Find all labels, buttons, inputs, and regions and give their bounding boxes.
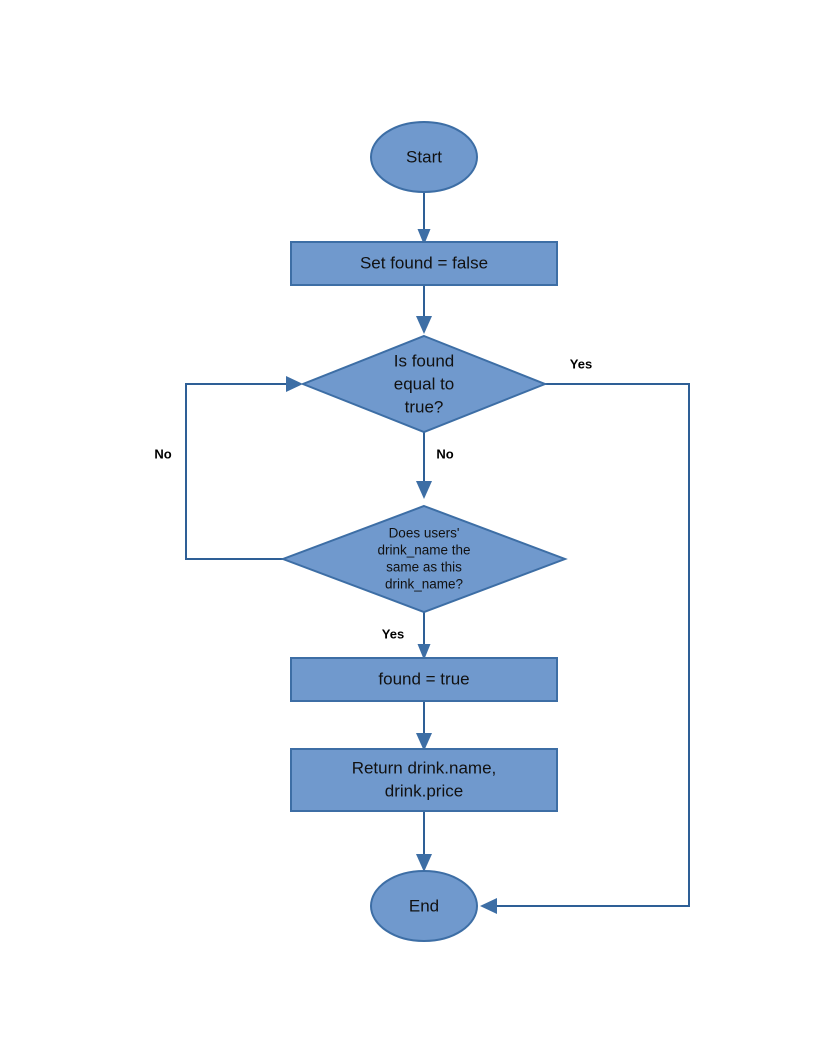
set-found-false-label: Set found = false [360, 253, 488, 272]
compare-drink-name-diamond[interactable] [280, 504, 568, 614]
return-drink-label-line2: drink.price [385, 781, 463, 800]
node-found-true[interactable]: found = true [290, 657, 558, 702]
end-label: End [409, 896, 439, 915]
is-found-label-line1: Is found [394, 351, 455, 370]
edge-setfound-to-isfound [416, 285, 432, 334]
found-true-label: found = true [378, 669, 469, 688]
return-drink-box[interactable] [290, 748, 558, 812]
compare-label-line3: same as this [386, 560, 462, 575]
node-set-found-false[interactable]: Set found = false [290, 241, 558, 286]
set-found-false-box[interactable] [290, 241, 558, 286]
edge-label-compare-yes: Yes [382, 626, 404, 641]
start-label: Start [406, 147, 442, 166]
edge-isfound-yes-to-end [480, 383, 690, 914]
node-return-drink[interactable]: Return drink.name, drink.price [290, 748, 558, 812]
end-ellipse[interactable] [370, 870, 478, 942]
edge-compare-no-to-isfound [185, 376, 303, 560]
node-end[interactable]: End [370, 870, 478, 942]
node-is-found-decision[interactable]: Is found equal to true? [300, 334, 548, 434]
is-found-label-line2: equal to [394, 374, 455, 393]
is-found-diamond[interactable] [300, 334, 548, 434]
node-compare-drink-name-decision[interactable]: Does users' drink_name the same as this … [280, 504, 568, 614]
edge-isfound-no-to-compare [416, 432, 432, 499]
edge-start-to-setfound [417, 192, 431, 245]
edge-label-isfound-no: No [436, 446, 453, 461]
edge-label-compare-no: No [154, 446, 171, 461]
found-true-box[interactable] [290, 657, 558, 702]
edge-compare-yes-to-foundtrue [417, 612, 431, 660]
compare-label-line4: drink_name? [385, 577, 463, 592]
start-ellipse[interactable] [370, 121, 478, 193]
return-drink-label-line1: Return drink.name, [352, 758, 497, 777]
edge-foundtrue-to-return [416, 701, 432, 751]
compare-label-line1: Does users' [389, 526, 460, 541]
edge-label-isfound-yes: Yes [570, 356, 592, 371]
is-found-label-line3: true? [405, 397, 444, 416]
edge-return-to-end [416, 811, 432, 872]
node-start[interactable]: Start [370, 121, 478, 193]
compare-label-line2: drink_name the [377, 543, 470, 558]
